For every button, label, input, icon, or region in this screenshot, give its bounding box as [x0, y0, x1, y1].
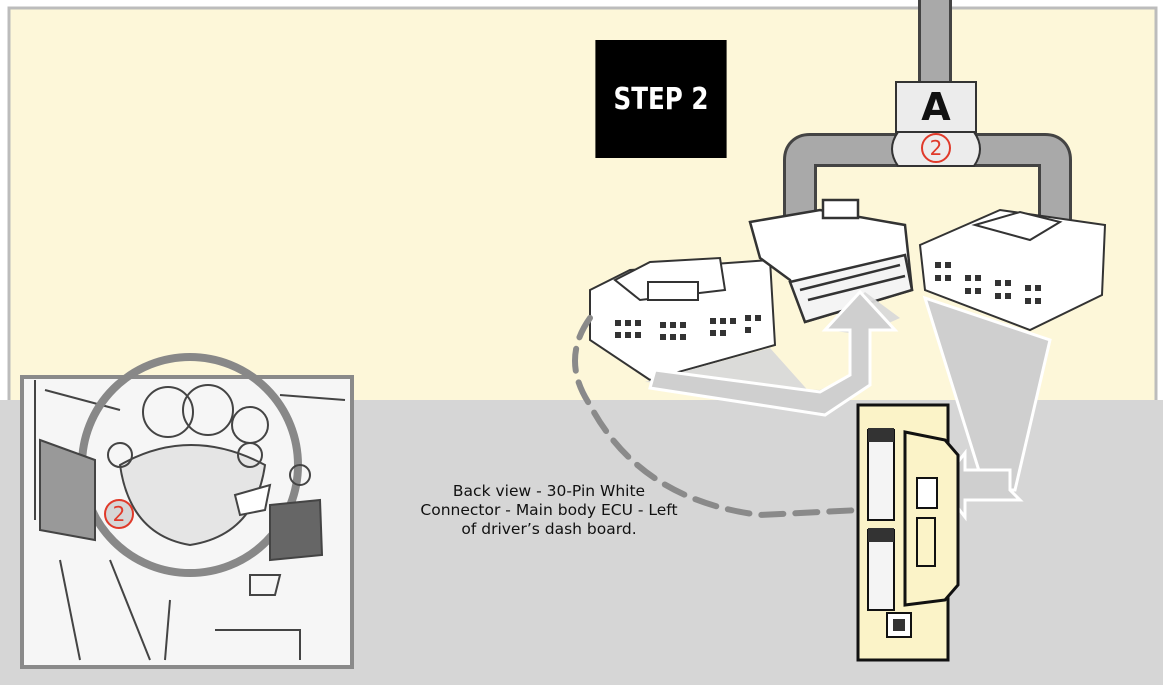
step-label: STEP 2 — [595, 40, 727, 158]
connector-tag-label: A — [921, 85, 951, 129]
connector-tag-a — [891, 81, 981, 167]
dashboard-inset — [20, 353, 354, 669]
white-connector-right — [918, 208, 1107, 332]
dashed-route — [572, 315, 863, 519]
connector-caption: Back view - 30-Pin White Connector - Mai… — [420, 482, 678, 538]
white-connector-left — [589, 256, 777, 382]
step-number-badge: 2 — [921, 133, 951, 163]
arrow-up-to-center — [648, 289, 899, 417]
inset-location-badge: 2 — [104, 499, 134, 529]
center-connector — [748, 198, 914, 324]
view-beam-right — [922, 295, 1052, 492]
main-body-ecu — [856, 403, 960, 662]
